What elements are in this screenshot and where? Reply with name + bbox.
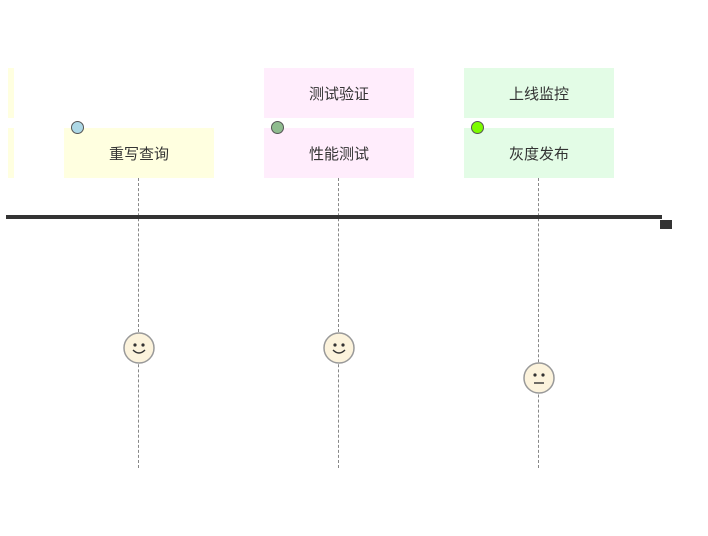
dashed-line-col2 bbox=[338, 178, 339, 468]
partial-card-top-left bbox=[8, 68, 14, 118]
card-label: 测试验证 bbox=[308, 84, 369, 103]
dashed-line-col1 bbox=[138, 178, 139, 468]
timeline-axis-end bbox=[660, 220, 672, 229]
card-launch-monitor: 上线监控 bbox=[464, 68, 614, 118]
card-test-verify: 测试验证 bbox=[264, 68, 414, 118]
happy-face-icon bbox=[323, 332, 355, 364]
card-performance-test: 性能测试 bbox=[264, 128, 414, 178]
status-dot-col1 bbox=[71, 121, 84, 134]
status-dot-col3 bbox=[471, 121, 484, 134]
card-rewrite-query: 重写查询 bbox=[64, 128, 214, 178]
card-gray-release: 灰度发布 bbox=[464, 128, 614, 178]
dashed-line-col3 bbox=[538, 178, 539, 468]
card-label: 重写查询 bbox=[108, 144, 169, 163]
neutral-face-icon bbox=[523, 362, 555, 394]
timeline-axis bbox=[6, 215, 662, 219]
partial-card-bottom-left bbox=[8, 128, 14, 178]
card-label: 灰度发布 bbox=[508, 144, 569, 163]
happy-face-icon bbox=[123, 332, 155, 364]
card-label: 上线监控 bbox=[508, 84, 569, 103]
card-label: 性能测试 bbox=[308, 144, 369, 163]
status-dot-col2 bbox=[271, 121, 284, 134]
